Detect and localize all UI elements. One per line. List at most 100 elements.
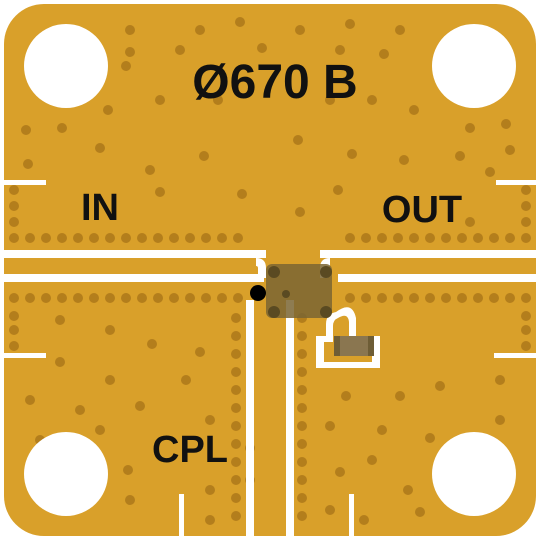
via-icon	[415, 507, 425, 517]
via-icon	[345, 293, 355, 303]
via-icon	[521, 293, 531, 303]
via-icon	[333, 185, 343, 195]
via-icon	[505, 293, 515, 303]
via-icon	[137, 293, 147, 303]
chip-pad-icon	[320, 266, 332, 278]
via-icon	[155, 187, 165, 197]
via-icon	[125, 25, 135, 35]
via-icon	[55, 315, 65, 325]
mounting-hole-icon	[432, 24, 516, 108]
via-icon	[233, 293, 243, 303]
via-icon	[377, 293, 387, 303]
chip-pad-icon	[268, 306, 280, 318]
edge-notch-bottom-right	[349, 494, 354, 536]
via-icon	[345, 233, 355, 243]
trace-gaps	[4, 180, 536, 536]
via-icon	[105, 293, 115, 303]
via-icon	[297, 349, 307, 359]
via-icon	[359, 515, 369, 525]
via-icon	[25, 233, 35, 243]
via-icon	[489, 293, 499, 303]
via-icon	[457, 233, 467, 243]
mounting-hole-icon	[24, 432, 108, 516]
via-icon	[473, 293, 483, 303]
via-icon	[25, 293, 35, 303]
coupler-chip-icon	[266, 264, 332, 318]
via-icon	[125, 47, 135, 57]
part-number-label: Ø670 B	[192, 56, 357, 109]
via-icon	[201, 293, 211, 303]
through-line-gap-bottom-left	[4, 274, 264, 282]
via-icon	[55, 357, 65, 367]
through-line-gap-top-right	[320, 250, 536, 258]
via-icon	[257, 43, 267, 53]
via-icon	[205, 485, 215, 495]
via-icon	[521, 311, 531, 321]
via-icon	[297, 475, 307, 485]
via-icon	[185, 233, 195, 243]
via-icon	[297, 439, 307, 449]
via-icon	[399, 155, 409, 165]
via-icon	[297, 403, 307, 413]
via-icon	[217, 233, 227, 243]
via-icon	[425, 293, 435, 303]
via-icon	[145, 165, 155, 175]
via-icon	[425, 433, 435, 443]
via-icon	[521, 233, 531, 243]
via-icon	[231, 493, 241, 503]
via-icon	[367, 455, 377, 465]
via-icon	[295, 25, 305, 35]
via-icon	[409, 293, 419, 303]
via-icon	[393, 233, 403, 243]
via-icon	[25, 395, 35, 405]
via-icon	[465, 217, 475, 227]
via-icon	[73, 233, 83, 243]
via-icon	[155, 95, 165, 105]
via-icon	[505, 233, 515, 243]
via-icon	[195, 25, 205, 35]
via-icon	[175, 45, 185, 55]
via-icon	[409, 105, 419, 115]
via-icon	[105, 233, 115, 243]
via-icon	[21, 125, 31, 135]
via-icon	[9, 293, 19, 303]
via-icon	[231, 457, 241, 467]
via-icon	[231, 349, 241, 359]
edge-notch-right-bottom	[494, 353, 536, 358]
via-icon	[121, 61, 131, 71]
chip-center-via-icon	[282, 290, 290, 298]
via-icon	[505, 145, 515, 155]
via-icon	[9, 185, 19, 195]
via-icon	[489, 233, 499, 243]
pin1-dot-icon	[250, 285, 266, 301]
via-icon	[9, 217, 19, 227]
via-icon	[325, 505, 335, 515]
via-icon	[501, 119, 511, 129]
port-cpl-label: CPL	[152, 429, 228, 471]
via-icon	[495, 375, 505, 385]
via-icon	[465, 123, 475, 133]
via-icon	[121, 233, 131, 243]
port-out-label: OUT	[382, 189, 462, 231]
via-field	[9, 17, 531, 525]
via-icon	[199, 151, 209, 161]
via-icon	[153, 233, 163, 243]
via-icon	[297, 457, 307, 467]
via-icon	[521, 217, 531, 227]
via-icon	[297, 385, 307, 395]
via-icon	[473, 233, 483, 243]
resistor-icon	[334, 336, 374, 356]
via-icon	[89, 293, 99, 303]
via-icon	[153, 293, 163, 303]
via-icon	[435, 381, 445, 391]
mounting-hole-icon	[24, 24, 108, 108]
via-icon	[137, 233, 147, 243]
via-icon	[201, 233, 211, 243]
via-icon	[521, 201, 531, 211]
chip-pad-icon	[268, 266, 280, 278]
via-icon	[341, 391, 351, 401]
via-icon	[455, 151, 465, 161]
via-icon	[425, 233, 435, 243]
via-icon	[231, 475, 241, 485]
